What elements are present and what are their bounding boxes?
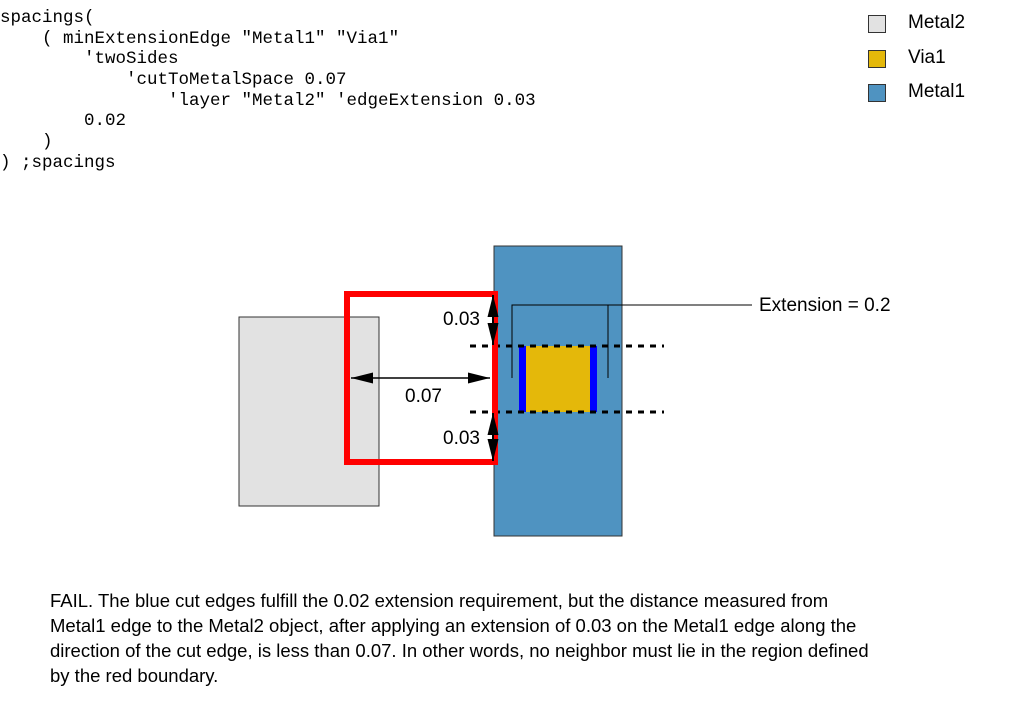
metal1-swatch <box>868 84 886 102</box>
space-label: 0.07 <box>405 386 442 407</box>
code-line: ) ;spacings <box>0 152 116 173</box>
top-extension-label: 0.03 <box>443 309 480 330</box>
code-line: ) <box>0 132 53 153</box>
extension-label: Extension = 0.2 <box>759 295 891 316</box>
legend-label: Metal2 <box>908 12 966 33</box>
caption-line: direction of the cut edge, is less than … <box>50 640 869 661</box>
extension-bracket <box>511 304 609 378</box>
via1-swatch <box>868 49 886 68</box>
code-line: 'twoSides <box>0 49 179 70</box>
red-boundary <box>344 291 498 465</box>
code-line: 'layer "Metal2" 'edgeExtension 0.03 <box>0 90 536 111</box>
code-line: spacings( <box>0 8 95 28</box>
via1-shape <box>523 346 594 412</box>
cut-edge-right <box>590 346 597 412</box>
code-line: ( minExtensionEdge "Metal1" "Via1" <box>0 28 400 49</box>
result-caption: FAIL. The blue cut edges fulfill the 0.0… <box>50 588 970 688</box>
caption-line: FAIL. The blue cut edges fulfill the 0.0… <box>50 590 829 611</box>
rule-code: spacings( ( minExtensionEdge "Metal1" "V… <box>0 8 536 174</box>
cut-edge-left <box>519 346 526 412</box>
caption-line: Metal1 edge to the Metal2 object, after … <box>50 615 857 636</box>
metal2-swatch <box>868 15 886 33</box>
caption-line: by the red boundary. <box>50 665 219 686</box>
legend-label: Via1 <box>908 46 946 68</box>
code-line: 'cutToMetalSpace 0.07 <box>0 70 347 91</box>
legend-label: Metal1 <box>908 81 966 102</box>
code-line: 0.02 <box>0 111 127 132</box>
metal2-shape <box>238 316 380 507</box>
bottom-extension-label: 0.03 <box>443 428 480 449</box>
